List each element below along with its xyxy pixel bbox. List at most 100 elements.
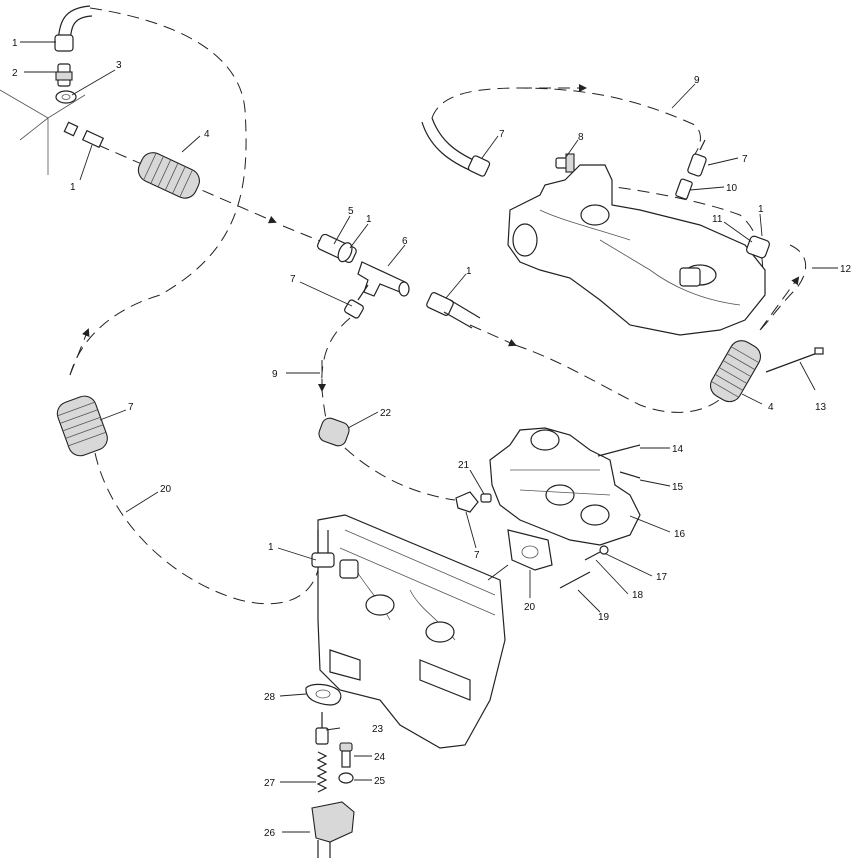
housing-26	[311, 801, 355, 858]
callout-3: 3	[116, 60, 122, 71]
hose-corrugated-left	[56, 395, 108, 457]
callout-7b: 7	[742, 154, 748, 165]
leader-c10	[689, 186, 725, 191]
callout-1b: 1	[70, 182, 76, 193]
leader-c1d	[349, 223, 369, 249]
bolt-24	[339, 742, 353, 768]
flow-path-lower-right	[514, 344, 726, 413]
leader-c1b	[79, 144, 93, 181]
parts	[0, 5, 824, 858]
nut-17	[599, 545, 609, 555]
callout-17: 17	[656, 572, 668, 583]
cable-tie-13-head	[814, 347, 824, 355]
leader-c8	[565, 139, 579, 158]
callout-19: 19	[598, 612, 610, 623]
bolt-14	[597, 444, 641, 457]
fitting-7-top-right	[687, 139, 707, 177]
leader-c23	[325, 727, 341, 731]
leader-c11	[723, 221, 753, 243]
flow-path-to-outlet	[469, 324, 517, 347]
leader-c16	[629, 515, 671, 533]
fitting-8	[555, 153, 575, 173]
callout-5: 5	[348, 206, 354, 217]
callout-12: 12	[840, 264, 852, 275]
flow-path-loop-top	[431, 87, 701, 161]
callout-7d: 7	[128, 402, 134, 413]
gasket-28	[305, 683, 342, 706]
callout-1f: 1	[268, 542, 274, 553]
washer-25	[338, 772, 354, 784]
callout-21: 21	[458, 460, 470, 471]
hose-4-right	[709, 340, 762, 403]
callout-20a: 20	[160, 484, 172, 495]
callout-15: 15	[672, 482, 684, 493]
stud-19	[559, 571, 591, 589]
callout-20b: 20	[524, 602, 536, 613]
elbow-7-lower	[455, 491, 479, 513]
hose-clamp-top-left	[54, 34, 74, 52]
callout-26: 26	[264, 828, 276, 839]
flow-path-left-loop	[94, 452, 319, 605]
pump-housing	[507, 164, 766, 336]
flow-path-right-return	[759, 244, 807, 331]
callout-13: 13	[815, 402, 827, 413]
leader-c7d	[99, 409, 127, 421]
flow-path-right-arrow	[759, 276, 800, 331]
leader-c9a	[671, 83, 696, 109]
callout-7c: 7	[290, 274, 296, 285]
hose-1-block	[311, 530, 335, 568]
callout-23: 23	[372, 724, 384, 735]
flow-path-left-arrow	[69, 328, 90, 376]
fitting-2-hex	[55, 71, 73, 81]
callout-27: 27	[264, 778, 276, 789]
callout-6: 6	[402, 236, 408, 247]
hose-22	[318, 417, 350, 447]
leader-c7a	[481, 135, 499, 159]
leader-c19	[577, 589, 601, 613]
elbow-7-tee	[344, 284, 369, 319]
fitting-21	[480, 493, 492, 503]
callout-1c: 1	[758, 204, 764, 215]
leader-c15	[639, 479, 671, 487]
leader-c28	[279, 693, 307, 697]
callout-11: 11	[712, 214, 723, 225]
callout-14: 14	[672, 444, 684, 455]
spring-27	[316, 751, 328, 793]
hull-corner-lines	[0, 89, 86, 175]
exhaust-manifold	[489, 427, 641, 546]
callout-7e: 7	[474, 550, 480, 561]
fitting-small-a	[63, 121, 79, 137]
callout-4b: 4	[768, 402, 774, 413]
callout-9b: 9	[272, 369, 278, 380]
callout-10: 10	[726, 183, 738, 194]
flow-path-to-elbow	[344, 447, 456, 501]
leader-c7c	[299, 281, 353, 307]
leader-c18	[595, 559, 629, 595]
tee-fitting-6	[357, 261, 410, 297]
callout-24: 24	[374, 752, 386, 763]
hose-1-outlet	[426, 292, 481, 329]
flow-path-top-hose	[69, 7, 247, 376]
leader-c7b	[707, 157, 739, 166]
callout-18: 18	[632, 590, 644, 601]
callout-9a: 9	[694, 75, 700, 86]
leader-c4b	[741, 393, 763, 405]
leader-c4a	[181, 135, 201, 153]
washer-3	[55, 90, 77, 104]
bolt-15	[619, 471, 641, 479]
hose-7-upper	[421, 117, 491, 177]
fitting-5	[317, 233, 357, 263]
callout-7a: 7	[499, 129, 505, 140]
leader-c6	[387, 244, 406, 267]
gasket-28-hole	[315, 689, 331, 699]
leader-c1c	[759, 213, 763, 237]
cylinder-block	[317, 514, 506, 749]
callout-25: 25	[374, 776, 386, 787]
fitting-small-b	[81, 129, 105, 149]
callout-22: 22	[380, 408, 392, 419]
leader-c17	[605, 553, 653, 577]
callout-2: 2	[12, 68, 18, 79]
leader-c20a	[125, 491, 159, 513]
callout-16: 16	[674, 529, 686, 540]
